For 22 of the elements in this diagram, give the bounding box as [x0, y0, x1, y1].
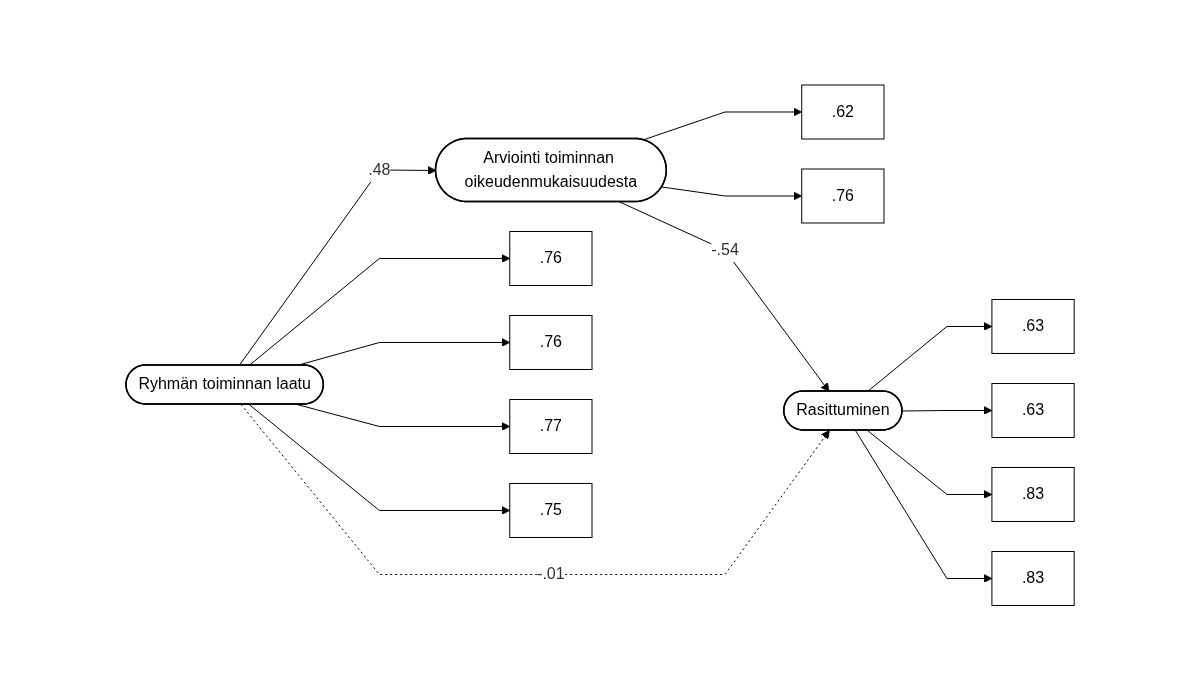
node-box: .83: [991, 466, 1075, 522]
arrow: [854, 429, 993, 583]
node-box: .63: [991, 382, 1075, 438]
node-box: .62: [801, 84, 885, 140]
arrow: [901, 405, 993, 415]
arrow: [661, 186, 803, 201]
node-box: .77: [509, 398, 593, 454]
edge-label: -.54: [711, 241, 739, 258]
node-box: .63: [991, 298, 1075, 354]
node-box: .76: [509, 314, 593, 370]
edge-label: -.01: [537, 565, 565, 583]
arrow: [248, 403, 511, 515]
arrow: [240, 403, 830, 575]
edge-label: .48: [368, 160, 391, 178]
arrow: [619, 201, 830, 392]
node-box: .83: [991, 550, 1075, 606]
node-box: .76: [801, 168, 885, 224]
arrow: [642, 107, 803, 141]
arrow: [296, 403, 511, 431]
node-box: .75: [509, 482, 593, 538]
arrow: [866, 429, 993, 499]
node-box: .76: [509, 230, 593, 286]
